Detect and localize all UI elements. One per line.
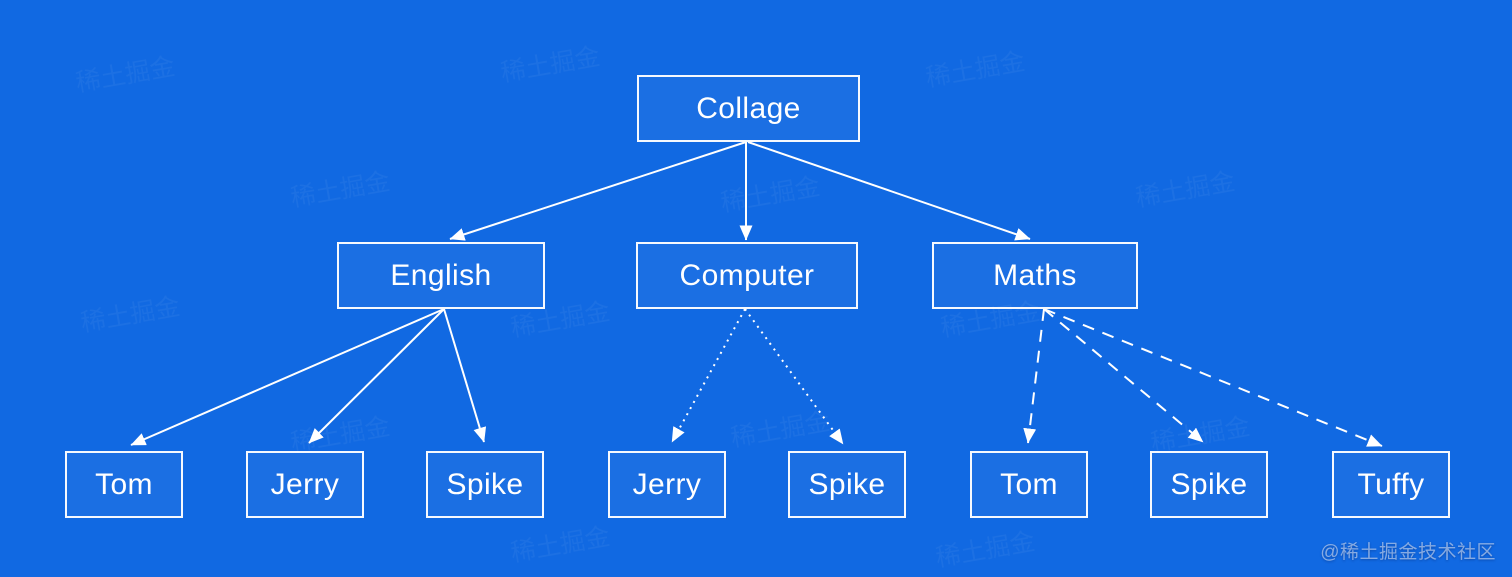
node-label: Jerry <box>270 467 340 501</box>
node-maths: Maths <box>932 242 1138 309</box>
node-label: Jerry <box>632 467 702 501</box>
edge-collage-english <box>449 141 747 241</box>
edge-maths-spike-maths <box>1043 308 1204 443</box>
node-tom-maths: Tom <box>970 451 1088 518</box>
edge-english-jerry-english <box>308 308 445 444</box>
node-label: Tom <box>95 467 153 501</box>
node-label: Collage <box>696 91 801 125</box>
edge-maths-tom-maths <box>1023 308 1045 444</box>
edge-collage-maths <box>747 141 1031 241</box>
node-tom-english: Tom <box>65 451 183 518</box>
watermark-credit: @稀土掘金技术社区 <box>1320 542 1496 563</box>
node-tuffy-maths: Tuffy <box>1332 451 1450 518</box>
node-label: Spike <box>446 467 524 501</box>
node-label: Tom <box>1000 467 1058 501</box>
edge-english-spike-english <box>443 308 487 443</box>
node-english: English <box>337 242 545 309</box>
node-jerry-computer: Jerry <box>608 451 726 518</box>
node-label: Maths <box>993 258 1077 292</box>
node-label: English <box>390 258 492 292</box>
edge-maths-tuffy-maths <box>1043 308 1383 447</box>
edge-computer-jerry-computer <box>671 308 746 443</box>
node-label: Computer <box>679 258 815 292</box>
node-label: Spike <box>1170 467 1248 501</box>
node-spike-english: Spike <box>426 451 544 518</box>
node-computer: Computer <box>636 242 858 309</box>
node-label: Tuffy <box>1357 467 1425 501</box>
node-jerry-english: Jerry <box>246 451 364 518</box>
node-spike-computer: Spike <box>788 451 906 518</box>
node-collage: Collage <box>637 75 860 142</box>
edge-computer-spike-computer <box>744 308 844 445</box>
node-label: Spike <box>808 467 886 501</box>
edge-english-tom-english <box>130 308 445 446</box>
node-spike-maths: Spike <box>1150 451 1268 518</box>
